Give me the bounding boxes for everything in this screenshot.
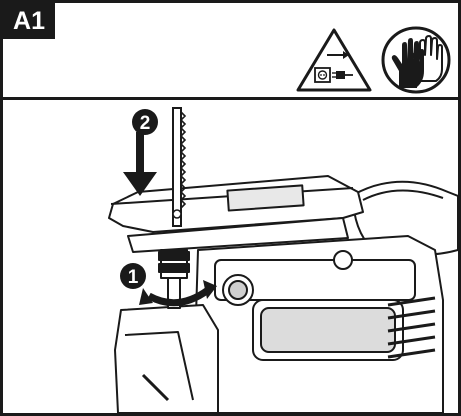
step-badge: A1 — [3, 3, 55, 39]
blade-insertion-illustration: 2 1 — [108, 107, 458, 413]
rotate-arrow — [139, 280, 217, 307]
callout-1: 1 — [120, 263, 146, 289]
svg-text:1: 1 — [128, 267, 139, 288]
front-body — [114, 304, 219, 413]
callout-2: 2 — [132, 109, 158, 135]
saw-blade — [172, 107, 187, 227]
unplug-warning-icon — [296, 28, 372, 92]
panel-header: A1 — [3, 3, 458, 100]
rear-housing — [352, 180, 458, 256]
insert-arrow — [123, 132, 157, 196]
svg-text:2: 2 — [140, 113, 151, 134]
wear-gloves-icon — [381, 26, 451, 94]
